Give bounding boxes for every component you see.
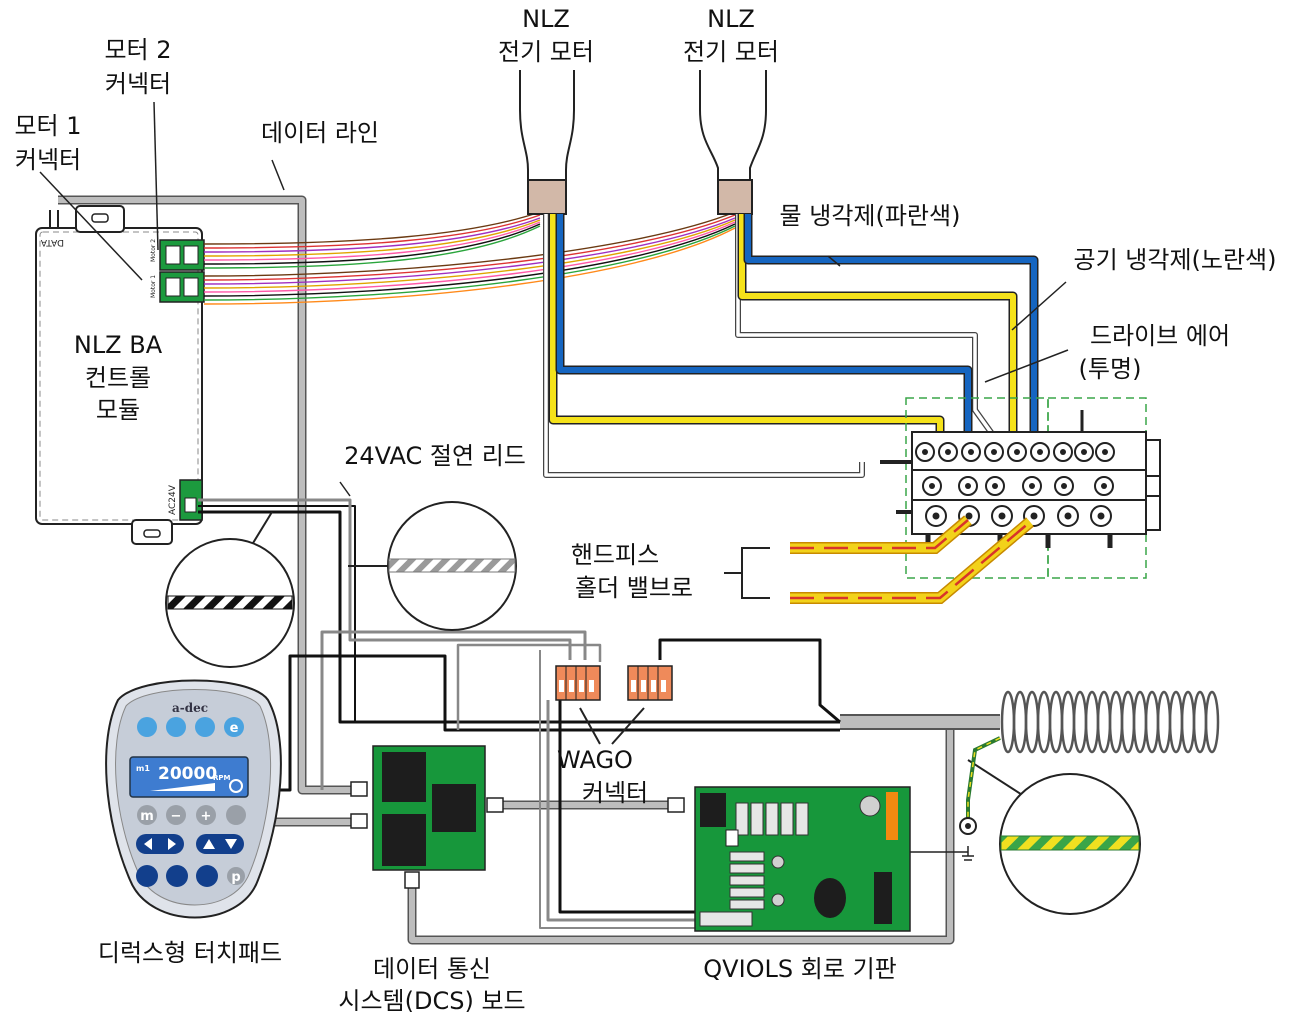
nlz-motor-right (699, 70, 767, 215)
motor1-connector (159, 271, 205, 303)
deluxe-touchpad: a-dec e m1 20000 RPM m − + (105, 679, 282, 919)
label-data-line: 데이터 라인 (261, 119, 379, 147)
label-water-coolant: 물 냉각제(파란색) (780, 202, 961, 230)
module-motor2-label: Motor 2 (150, 239, 157, 262)
button-e-label: e (230, 721, 239, 736)
label-motor-right-l2: 전기 모터 (683, 38, 779, 66)
label-motor-left-l1: NLZ (522, 5, 570, 33)
label-dcs-l2: 시스템(DCS) 보드 (338, 987, 525, 1015)
zoom-black-white-lead (165, 511, 295, 668)
label-dcs-l1: 데이터 통신 (373, 955, 491, 983)
leader-lines (39, 101, 1069, 497)
touchpad-lcd (129, 756, 249, 798)
touchpad-top-buttons: e (137, 717, 244, 737)
module-data-label: DATA (40, 237, 64, 247)
label-handpiece-l1: 핸드피스 (571, 541, 659, 569)
nlz-motor-left (519, 70, 575, 215)
label-insulated-leads: 24VAC 절연 리드 (344, 442, 526, 470)
module-ac24v-label: AC24V (168, 484, 178, 515)
lcd-value: 20000 (158, 764, 217, 784)
wago-connector-left (555, 665, 601, 701)
motor-wire-bundle (203, 211, 736, 305)
label-module-l2: 컨트롤 (85, 364, 151, 392)
label-drive-air-l2: (투명) (1079, 355, 1142, 383)
zoom-ground-lead (967, 759, 1141, 915)
coiled-cord (1000, 690, 1220, 754)
qviols-board (694, 786, 911, 932)
24vac-leads (198, 498, 841, 929)
touchpad-blue-buttons: p (136, 834, 245, 887)
label-wago-l2: 커넥터 (582, 779, 648, 807)
label-handpiece-l2: 홀더 밸브로 (575, 574, 693, 602)
lcd-mode: m1 (136, 764, 150, 773)
data-line (58, 195, 1000, 945)
module-motor1-label: Motor 1 (150, 275, 157, 298)
label-wago-l1: WAGO (557, 746, 633, 774)
button-m-label: m (140, 809, 154, 824)
dcs-board (350, 745, 685, 889)
label-air-coolant: 공기 냉각제(노란색) (1074, 246, 1277, 274)
label-motor-right-l1: NLZ (707, 5, 755, 33)
wago-connector-right (627, 665, 673, 701)
ground-wire (872, 736, 1001, 861)
label-drive-air-l1: 드라이브 에어 (1090, 322, 1230, 350)
label-motor2-l2: 커넥터 (105, 70, 171, 98)
ac24v-terminal (179, 479, 203, 521)
valve-manifold (880, 397, 1161, 579)
touchpad-brand: a-dec (172, 701, 208, 715)
water-coolant-tubes (555, 214, 1039, 455)
label-motor-left-l2: 전기 모터 (498, 38, 594, 66)
button-p-label: p (231, 870, 240, 885)
label-module-l3: 모듈 (96, 396, 140, 424)
label-module-l1: NLZ BA (74, 331, 163, 359)
label-qviols: QVIOLS 회로 기판 (703, 955, 896, 983)
label-motor1-l1: 모터 1 (14, 112, 81, 140)
label-motor2-l1: 모터 2 (104, 36, 171, 64)
lcd-unit: RPM (213, 774, 231, 782)
label-touchpad: 디럭스형 터치패드 (98, 939, 282, 967)
touchpad-grey-buttons: m − + (137, 805, 246, 825)
button-minus-label: − (171, 809, 182, 824)
handpiece-valve-tubes (724, 515, 1034, 604)
zoom-grey-lead (348, 501, 517, 631)
labels: NLZ 전기 모터 NLZ 전기 모터 모터 2 커넥터 모터 1 커넥터 데이… (14, 5, 1276, 1015)
button-plus-label: + (201, 809, 212, 824)
motor2-connector (159, 239, 205, 271)
label-motor1-l2: 커넥터 (15, 146, 81, 174)
